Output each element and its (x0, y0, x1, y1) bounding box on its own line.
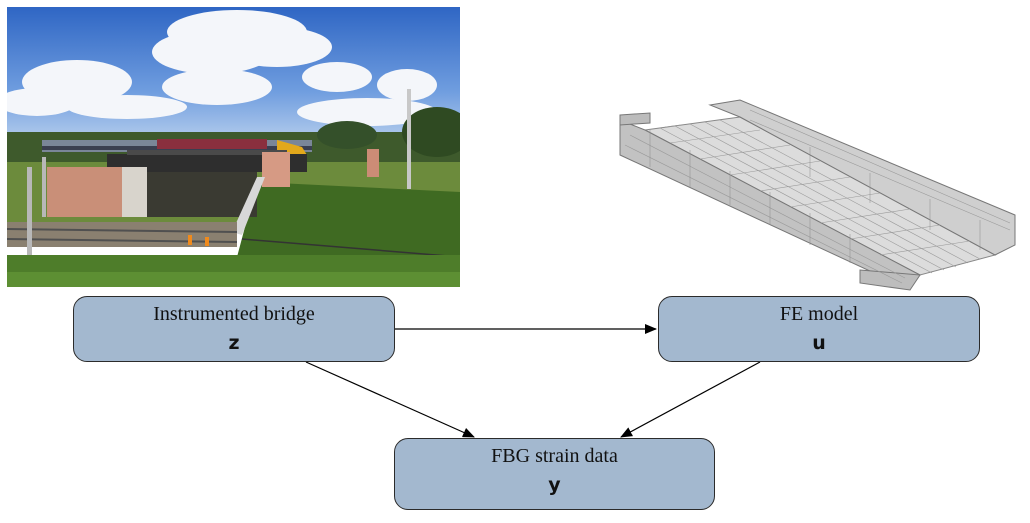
node-symbol: z (228, 332, 240, 354)
node-fbg-strain-data: FBG strain data y (394, 438, 715, 510)
node-symbol: u (812, 332, 826, 354)
arrow-bridge-to-fbg (305, 361, 475, 438)
node-label: FE model (779, 303, 859, 325)
node-instrumented-bridge: Instrumented bridge z (73, 296, 395, 362)
bridge-photo (7, 7, 460, 287)
fe-model-render (610, 95, 1030, 300)
arrow-fe-to-fbg (620, 361, 761, 438)
node-label: Instrumented bridge (153, 303, 315, 325)
node-label: FBG strain data (491, 445, 618, 467)
node-fe-model: FE model u (658, 296, 980, 362)
node-symbol: y (548, 474, 561, 496)
